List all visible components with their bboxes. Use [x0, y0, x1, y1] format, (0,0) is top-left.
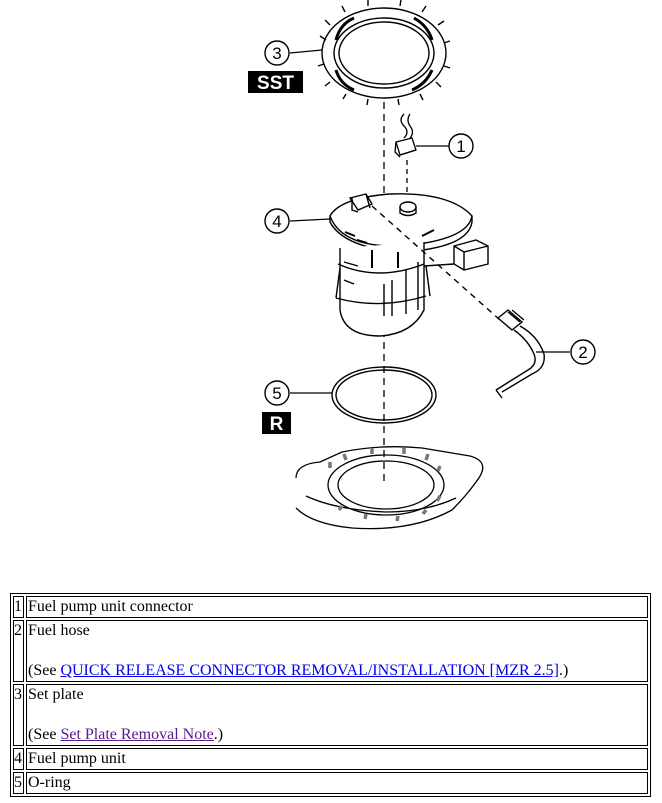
callout-1: 1	[448, 133, 474, 159]
part-name-text: Fuel hose	[28, 622, 90, 639]
table-row: 3 Set plate (See Set Plate Removal Note.…	[13, 684, 648, 746]
see-suffix: .)	[559, 662, 569, 679]
parts-legend-table: 1 Fuel pump unit connector 2 Fuel hose (…	[10, 593, 651, 797]
part-number: 3	[13, 684, 24, 746]
sst-badge-label: SST	[257, 73, 294, 94]
part-number: 1	[13, 596, 24, 618]
table-row: 4 Fuel pump unit	[13, 748, 648, 770]
fuel-tank-opening-drawing	[295, 446, 484, 530]
table-row: 2 Fuel hose (See QUICK RELEASE CONNECTOR…	[13, 620, 648, 682]
part-name: Fuel pump unit	[26, 748, 648, 770]
replace-badge: R	[262, 412, 291, 435]
set-plate-drawing	[317, 0, 451, 106]
see-prefix: (See	[28, 726, 61, 743]
table-row: 5 O-ring	[13, 772, 648, 794]
table-row: 1 Fuel pump unit connector	[13, 596, 648, 618]
callout-2-label: 2	[578, 343, 587, 362]
part-name: Fuel hose (See QUICK RELEASE CONNECTOR R…	[26, 620, 648, 682]
part-name: O-ring	[26, 772, 648, 794]
callout-3: 3	[264, 40, 290, 66]
callout-4: 4	[264, 208, 290, 234]
part-name-text: Fuel pump unit connector	[28, 598, 193, 615]
part-number: 4	[13, 748, 24, 770]
connector-drawing	[394, 113, 417, 200]
part-name-text: Fuel pump unit	[28, 750, 126, 767]
part-name-text: O-ring	[28, 774, 71, 791]
part-name: Fuel pump unit connector	[26, 596, 648, 618]
part-number: 2	[13, 620, 24, 682]
callout-5-label: 5	[272, 384, 281, 403]
part-name: Set plate (See Set Plate Removal Note.)	[26, 684, 648, 746]
see-reference: (See QUICK RELEASE CONNECTOR REMOVAL/INS…	[28, 661, 646, 681]
callout-3-label: 3	[272, 44, 281, 63]
quick-release-connector-link[interactable]: QUICK RELEASE CONNECTOR REMOVAL/INSTALLA…	[60, 662, 559, 679]
see-suffix: .)	[213, 726, 224, 743]
callout-1-label: 1	[456, 137, 465, 156]
replace-badge-label: R	[270, 414, 284, 435]
sst-badge: SST	[248, 71, 303, 94]
set-plate-removal-note-link[interactable]: Set Plate Removal Note	[60, 726, 214, 743]
o-ring-drawing	[331, 366, 437, 424]
callout-5: 5	[264, 380, 290, 406]
callout-2: 2	[570, 339, 596, 365]
see-reference: (See Set Plate Removal Note.)	[28, 725, 646, 745]
fuel-hose-drawing	[371, 205, 545, 399]
part-number: 5	[13, 772, 24, 794]
callout-4-label: 4	[272, 212, 281, 231]
fuel-pump-exploded-diagram: 3 1 4 2 5 SST R	[248, 0, 596, 530]
fuel-pump-unit-drawing	[329, 193, 489, 337]
leader-lines	[289, 49, 570, 394]
part-name-text: Set plate	[28, 686, 84, 703]
see-prefix: (See	[28, 662, 61, 679]
